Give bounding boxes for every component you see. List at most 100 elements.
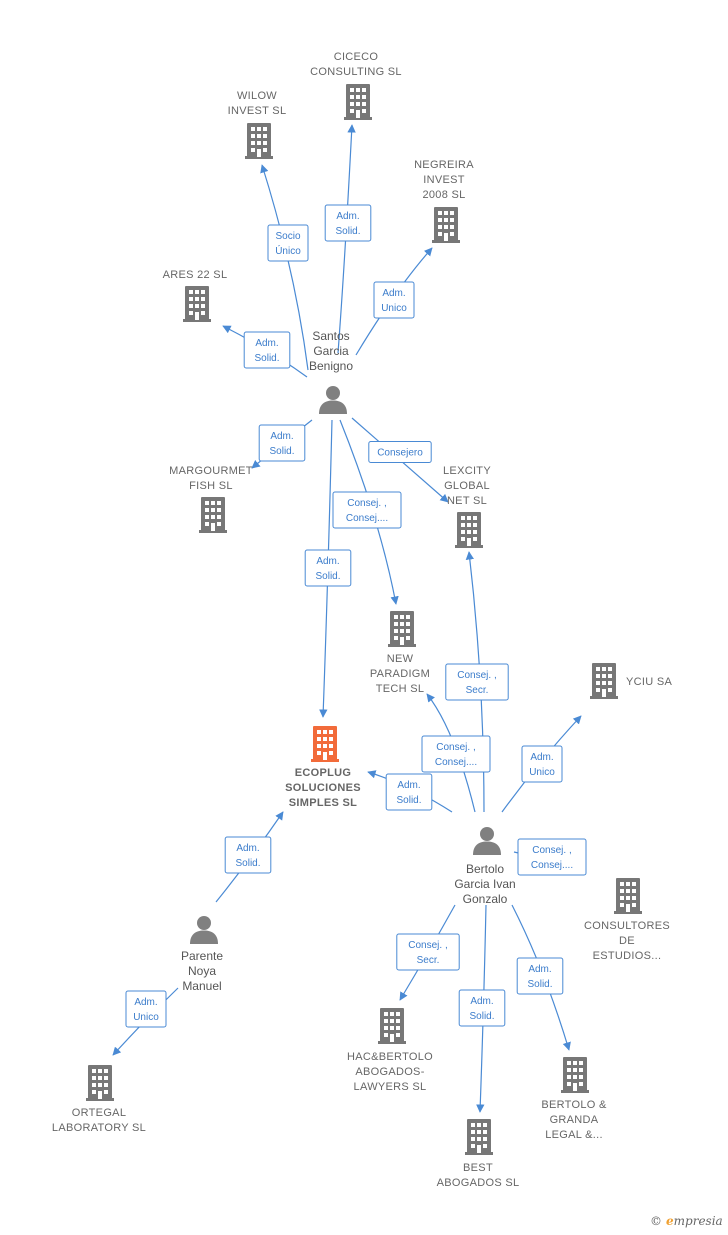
- nodes-layer: CICECO CONSULTING SL WILOW INVEST SL NEGREIR…: [52, 51, 672, 1189]
- edge-label-box[interactable]: [267, 224, 309, 262]
- edge-label-text: Adm.: [528, 964, 551, 975]
- building-icon: [199, 497, 227, 533]
- edge-label-text: Adm.: [397, 780, 420, 791]
- building-icon: [245, 123, 273, 159]
- person-label-line: Manuel: [182, 979, 221, 993]
- edge-label-box[interactable]: [373, 281, 415, 319]
- building-icon: [311, 726, 339, 762]
- edge-label-box[interactable]: [458, 989, 506, 1027]
- building-icon: [561, 1057, 589, 1093]
- edge-bertolo_p-to-newparadigm: Consej. ,Consej....: [421, 693, 491, 813]
- edge-label-box[interactable]: [324, 204, 372, 242]
- edges-layer: SocioÚnicoAdm.Solid.Adm.UnicoAdm.Solid.A…: [112, 124, 587, 1113]
- edge-arrow-line: [260, 164, 309, 371]
- edge-santos-to-newparadigm: Consej. ,Consej....: [332, 419, 402, 605]
- edge-label-text: Consej. ,: [532, 845, 571, 856]
- company-node-wilow[interactable]: WILOW INVEST SL: [228, 90, 287, 159]
- edge-label-box[interactable]: [445, 663, 509, 701]
- node-label-line: CONSULTORES: [584, 920, 670, 932]
- brand-initial: e: [666, 1214, 674, 1228]
- node-label-line: LAWYERS SL: [354, 1081, 427, 1093]
- edge-santos-to-margourmet: Adm.Solid.: [251, 419, 313, 469]
- edge-santos-to-ares: Adm.Solid.: [222, 325, 308, 378]
- edge-bertolo_p-to-hacbertolo: Consej. ,Secr.: [396, 904, 460, 1001]
- edge-label-box[interactable]: [258, 424, 306, 462]
- person-icon: [319, 386, 347, 414]
- edge-arrow-line: [337, 124, 356, 354]
- building-icon: [614, 878, 642, 914]
- edge-label-text: Adm.: [134, 997, 157, 1008]
- edge-label-text: Unico: [381, 303, 407, 314]
- edge-label-box[interactable]: [224, 836, 272, 874]
- edge-bertolo_p-to-bertolo: Adm.Solid.: [511, 904, 571, 1051]
- node-label-line: ABOGADOS SL: [437, 1177, 520, 1189]
- company-node-ortegal[interactable]: ORTEGAL LABORATORY SL: [52, 1065, 146, 1134]
- edge-bertolo_p-to-best: Adm.Solid.: [458, 904, 506, 1113]
- edge-label-box[interactable]: [517, 838, 587, 876]
- node-label-line: INVEST SL: [228, 105, 287, 117]
- node-label-line: WILOW: [237, 90, 277, 102]
- edge-santos-to-negreira: Adm.Unico: [355, 247, 433, 356]
- company-node-ciceco[interactable]: CICECO CONSULTING SL: [310, 51, 402, 120]
- edge-label-box[interactable]: [243, 331, 291, 369]
- node-label-line: LEXCITY: [443, 465, 491, 477]
- person-label-line: Garcia: [313, 344, 349, 358]
- edge-label-box[interactable]: [516, 957, 564, 995]
- edge-parente-to-ortegal: Adm.Unico: [112, 987, 179, 1056]
- edge-label-text: Adm.: [270, 431, 293, 442]
- node-label-line: CICECO: [334, 51, 379, 63]
- edge-label-box[interactable]: [368, 441, 432, 463]
- node-label-line: ORTEGAL: [72, 1107, 126, 1119]
- edge-label-text: Adm.: [236, 843, 259, 854]
- node-label-line: NEW: [387, 653, 414, 665]
- edge-santos-to-lexcity: Consejero: [351, 417, 449, 503]
- edge-bertolo_p-to-consultores: Consej. ,Consej....: [513, 838, 587, 876]
- edge-label-text: Adm.: [530, 752, 553, 763]
- person-label-line: Noya: [188, 964, 216, 978]
- edge-label-text: Consejero: [377, 448, 423, 459]
- node-label-line: CONSULTING SL: [310, 66, 402, 78]
- edge-label-box[interactable]: [332, 491, 402, 529]
- company-node-best[interactable]: BEST ABOGADOS SL: [437, 1119, 520, 1189]
- edge-santos-to-ecoplug: Adm.Solid.: [304, 419, 352, 718]
- node-label-line: GRANDA: [550, 1114, 599, 1126]
- edge-label-box[interactable]: [521, 745, 563, 783]
- node-label-line: 2008 SL: [422, 189, 465, 201]
- edge-label-box[interactable]: [304, 549, 352, 587]
- node-label-line: HAC&BERTOLO: [347, 1051, 433, 1063]
- edge-label-box[interactable]: [396, 933, 460, 971]
- node-label-line: LABORATORY SL: [52, 1122, 146, 1134]
- company-node-consultores[interactable]: CONSULTORESDEESTUDIOS...: [584, 878, 670, 962]
- node-label-line: ECOPLUG: [295, 767, 352, 779]
- person-label-line: Parente: [181, 949, 223, 963]
- edge-label-box[interactable]: [125, 990, 167, 1028]
- node-label-line: BEST: [463, 1162, 493, 1174]
- edge-label-text: Socio: [275, 231, 300, 242]
- edge-label-box[interactable]: [421, 735, 491, 773]
- company-node-yciu[interactable]: YCIU SA: [590, 663, 672, 699]
- edge-label-text: Solid.: [335, 226, 360, 237]
- edge-label-text: Secr.: [417, 955, 440, 966]
- company-node-ares[interactable]: ARES 22 SL: [163, 269, 228, 322]
- edge-label-text: Solid.: [396, 795, 421, 806]
- edge-bertolo_p-to-yciu: Adm.Unico: [501, 715, 582, 813]
- company-node-hacbertolo[interactable]: HAC&BERTOLO ABOGADOS- LAWYERS SL: [347, 1008, 433, 1093]
- edge-label-text: Solid.: [469, 1011, 494, 1022]
- edge-label-text: Consej....: [346, 513, 388, 524]
- building-icon: [432, 207, 460, 243]
- node-label-line: ABOGADOS-: [355, 1066, 424, 1078]
- brand-name: mpresia: [673, 1214, 723, 1228]
- edge-label-box[interactable]: [385, 773, 433, 811]
- building-icon: [455, 512, 483, 548]
